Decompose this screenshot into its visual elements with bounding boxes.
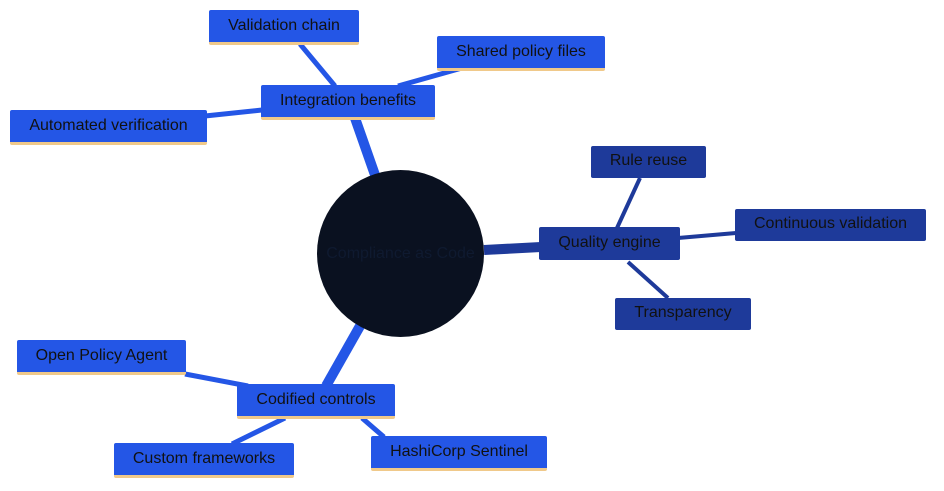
branch-label: Quality engine	[558, 233, 661, 251]
leaf-label: Shared policy files	[456, 43, 586, 60]
leaf-automated-verification[interactable]: Automated verification	[10, 110, 207, 145]
leaf-label: Custom frameworks	[132, 450, 276, 467]
connector-integration-shared	[397, 65, 463, 89]
leaf-custom-frameworks[interactable]: Custom frameworks	[114, 443, 294, 478]
connector-root-codified	[321, 323, 365, 389]
leaf-label: Automated verification	[29, 117, 188, 134]
leaf-label: Validation chain	[228, 17, 340, 34]
branch-integration-benefits[interactable]: Integration benefits	[261, 85, 435, 120]
leaf-continuous-validation[interactable]: Continuous validation	[735, 209, 926, 241]
leaf-label: Continuous validation	[754, 215, 907, 232]
connector-root-integration	[350, 116, 380, 177]
leaf-rule-reuse[interactable]: Rule reuse	[591, 146, 706, 178]
connector-integration-automated	[204, 107, 263, 119]
connector-root-quality	[483, 242, 542, 255]
connector-quality-continuous	[677, 231, 737, 240]
branch-quality-engine[interactable]: Quality engine	[539, 227, 680, 260]
leaf-label: HashiCorp Sentinel	[390, 443, 528, 460]
leaf-shared-policy-files[interactable]: Shared policy files	[437, 36, 605, 71]
connector-integration-validation	[298, 42, 337, 88]
connector-codified-custom	[230, 415, 287, 447]
connector-quality-rulereuse	[615, 177, 642, 229]
root-node[interactable]: Compliance as Code	[317, 170, 484, 337]
root-node-label: Compliance as Code	[326, 244, 475, 262]
connector-codified-sentinel	[360, 416, 386, 439]
leaf-open-policy-agent[interactable]: Open Policy Agent	[17, 340, 186, 375]
leaf-validation-chain[interactable]: Validation chain	[209, 10, 359, 45]
leaf-hashicorp-sentinel[interactable]: HashiCorp Sentinel	[371, 436, 547, 471]
leaf-label: Open Policy Agent	[35, 347, 168, 364]
branch-label: Integration benefits	[279, 92, 417, 109]
branch-codified-controls[interactable]: Codified controls	[237, 384, 395, 419]
leaf-label: Rule reuse	[609, 152, 688, 169]
leaf-transparency[interactable]: Transparency	[615, 298, 751, 330]
leaf-label: Transparency	[634, 304, 732, 321]
branch-label: Codified controls	[256, 391, 376, 408]
connector-quality-transparency	[626, 260, 670, 300]
